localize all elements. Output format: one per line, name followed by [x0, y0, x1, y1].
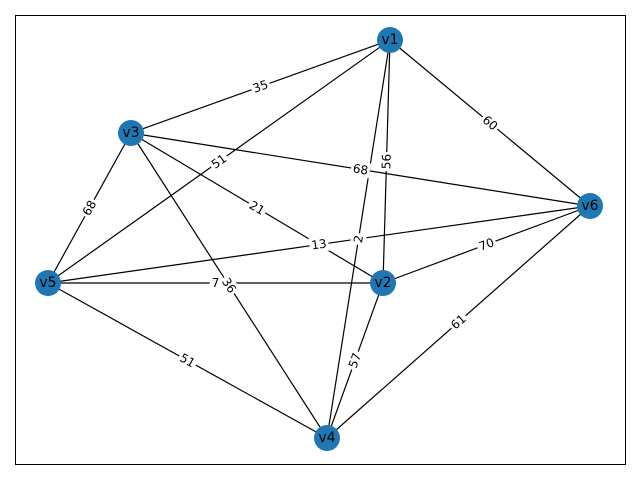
node-v2: [370, 270, 396, 296]
edge-label-group: 57: [344, 349, 366, 372]
node-label-v2: v2: [374, 275, 391, 291]
plot-frame: [15, 15, 626, 465]
edge-label-group: 13: [308, 235, 330, 254]
edge-label-background: [206, 149, 232, 174]
edge-label-group: 68: [78, 196, 101, 220]
edge-label-background: [249, 76, 272, 97]
edge-label-background: [446, 310, 471, 334]
node-label-v1: v1: [381, 32, 398, 48]
edge-label-background: [350, 232, 367, 246]
edge-label-background: [175, 349, 200, 372]
edge-label-group: 56: [378, 151, 395, 172]
edge-weight-label: 36: [219, 275, 239, 295]
edge-weight-label: 68: [352, 161, 369, 177]
node-label-v3: v3: [122, 125, 139, 141]
edge-label-background: [78, 196, 101, 220]
edge-label-group: 61: [446, 310, 471, 334]
edge-label-background: [474, 234, 499, 255]
edge-label-background: [344, 349, 366, 372]
node-v1: [377, 27, 403, 53]
edge-label-group: 60: [477, 111, 503, 135]
edge-label-group: 51: [175, 349, 200, 372]
edge-label-group: 51: [206, 149, 232, 174]
edge-weight-label: 70: [477, 235, 496, 253]
edge-label-background: [209, 275, 222, 291]
edge-label-background: [378, 151, 395, 172]
edge-weight-label: 21: [247, 198, 267, 218]
edge-weight-label: 60: [480, 113, 501, 134]
node-v5: [35, 270, 61, 296]
edge-label-group: 2: [350, 232, 367, 246]
edge-label-background: [217, 273, 241, 298]
edge-labels-layer: 35 51 2 56 60 68 68 21 36 13 7 51 70 57 61: [78, 76, 503, 372]
edge-weight-label: 57: [346, 351, 364, 370]
node-v3: [118, 120, 144, 146]
edge-label-group: 7: [209, 275, 222, 291]
node-label-v6: v6: [581, 198, 598, 214]
edge-weight-label: 2: [351, 234, 366, 244]
edge-weight-label: 51: [209, 151, 230, 171]
node-label-v4: v4: [318, 430, 335, 446]
edge-label-background: [308, 235, 330, 254]
edge-weight-label: 51: [177, 351, 197, 371]
edge-weight-label: 7: [212, 276, 220, 290]
edge-label-group: 70: [474, 234, 499, 255]
edge-weight-label: 13: [310, 236, 327, 252]
edge-label-background: [477, 111, 503, 135]
nodes-layer: v1 v2 v3 v4 v5 v6: [35, 27, 603, 451]
node-v4: [314, 425, 340, 451]
edge-weight-label: 68: [80, 198, 100, 218]
edge-weight-label: 61: [448, 312, 469, 333]
edge-label-group: 35: [249, 76, 272, 97]
edge-label-background: [245, 196, 269, 220]
edge-label-group: 21: [245, 196, 269, 220]
edge-weight-label: 35: [251, 77, 270, 95]
edge-weight-label: 56: [379, 154, 393, 170]
edge-label-group: 36: [217, 273, 241, 298]
edge-label-group: 68: [349, 160, 372, 179]
edge-label-background: [349, 160, 372, 179]
node-v6: [577, 193, 603, 219]
node-label-v5: v5: [39, 275, 56, 291]
